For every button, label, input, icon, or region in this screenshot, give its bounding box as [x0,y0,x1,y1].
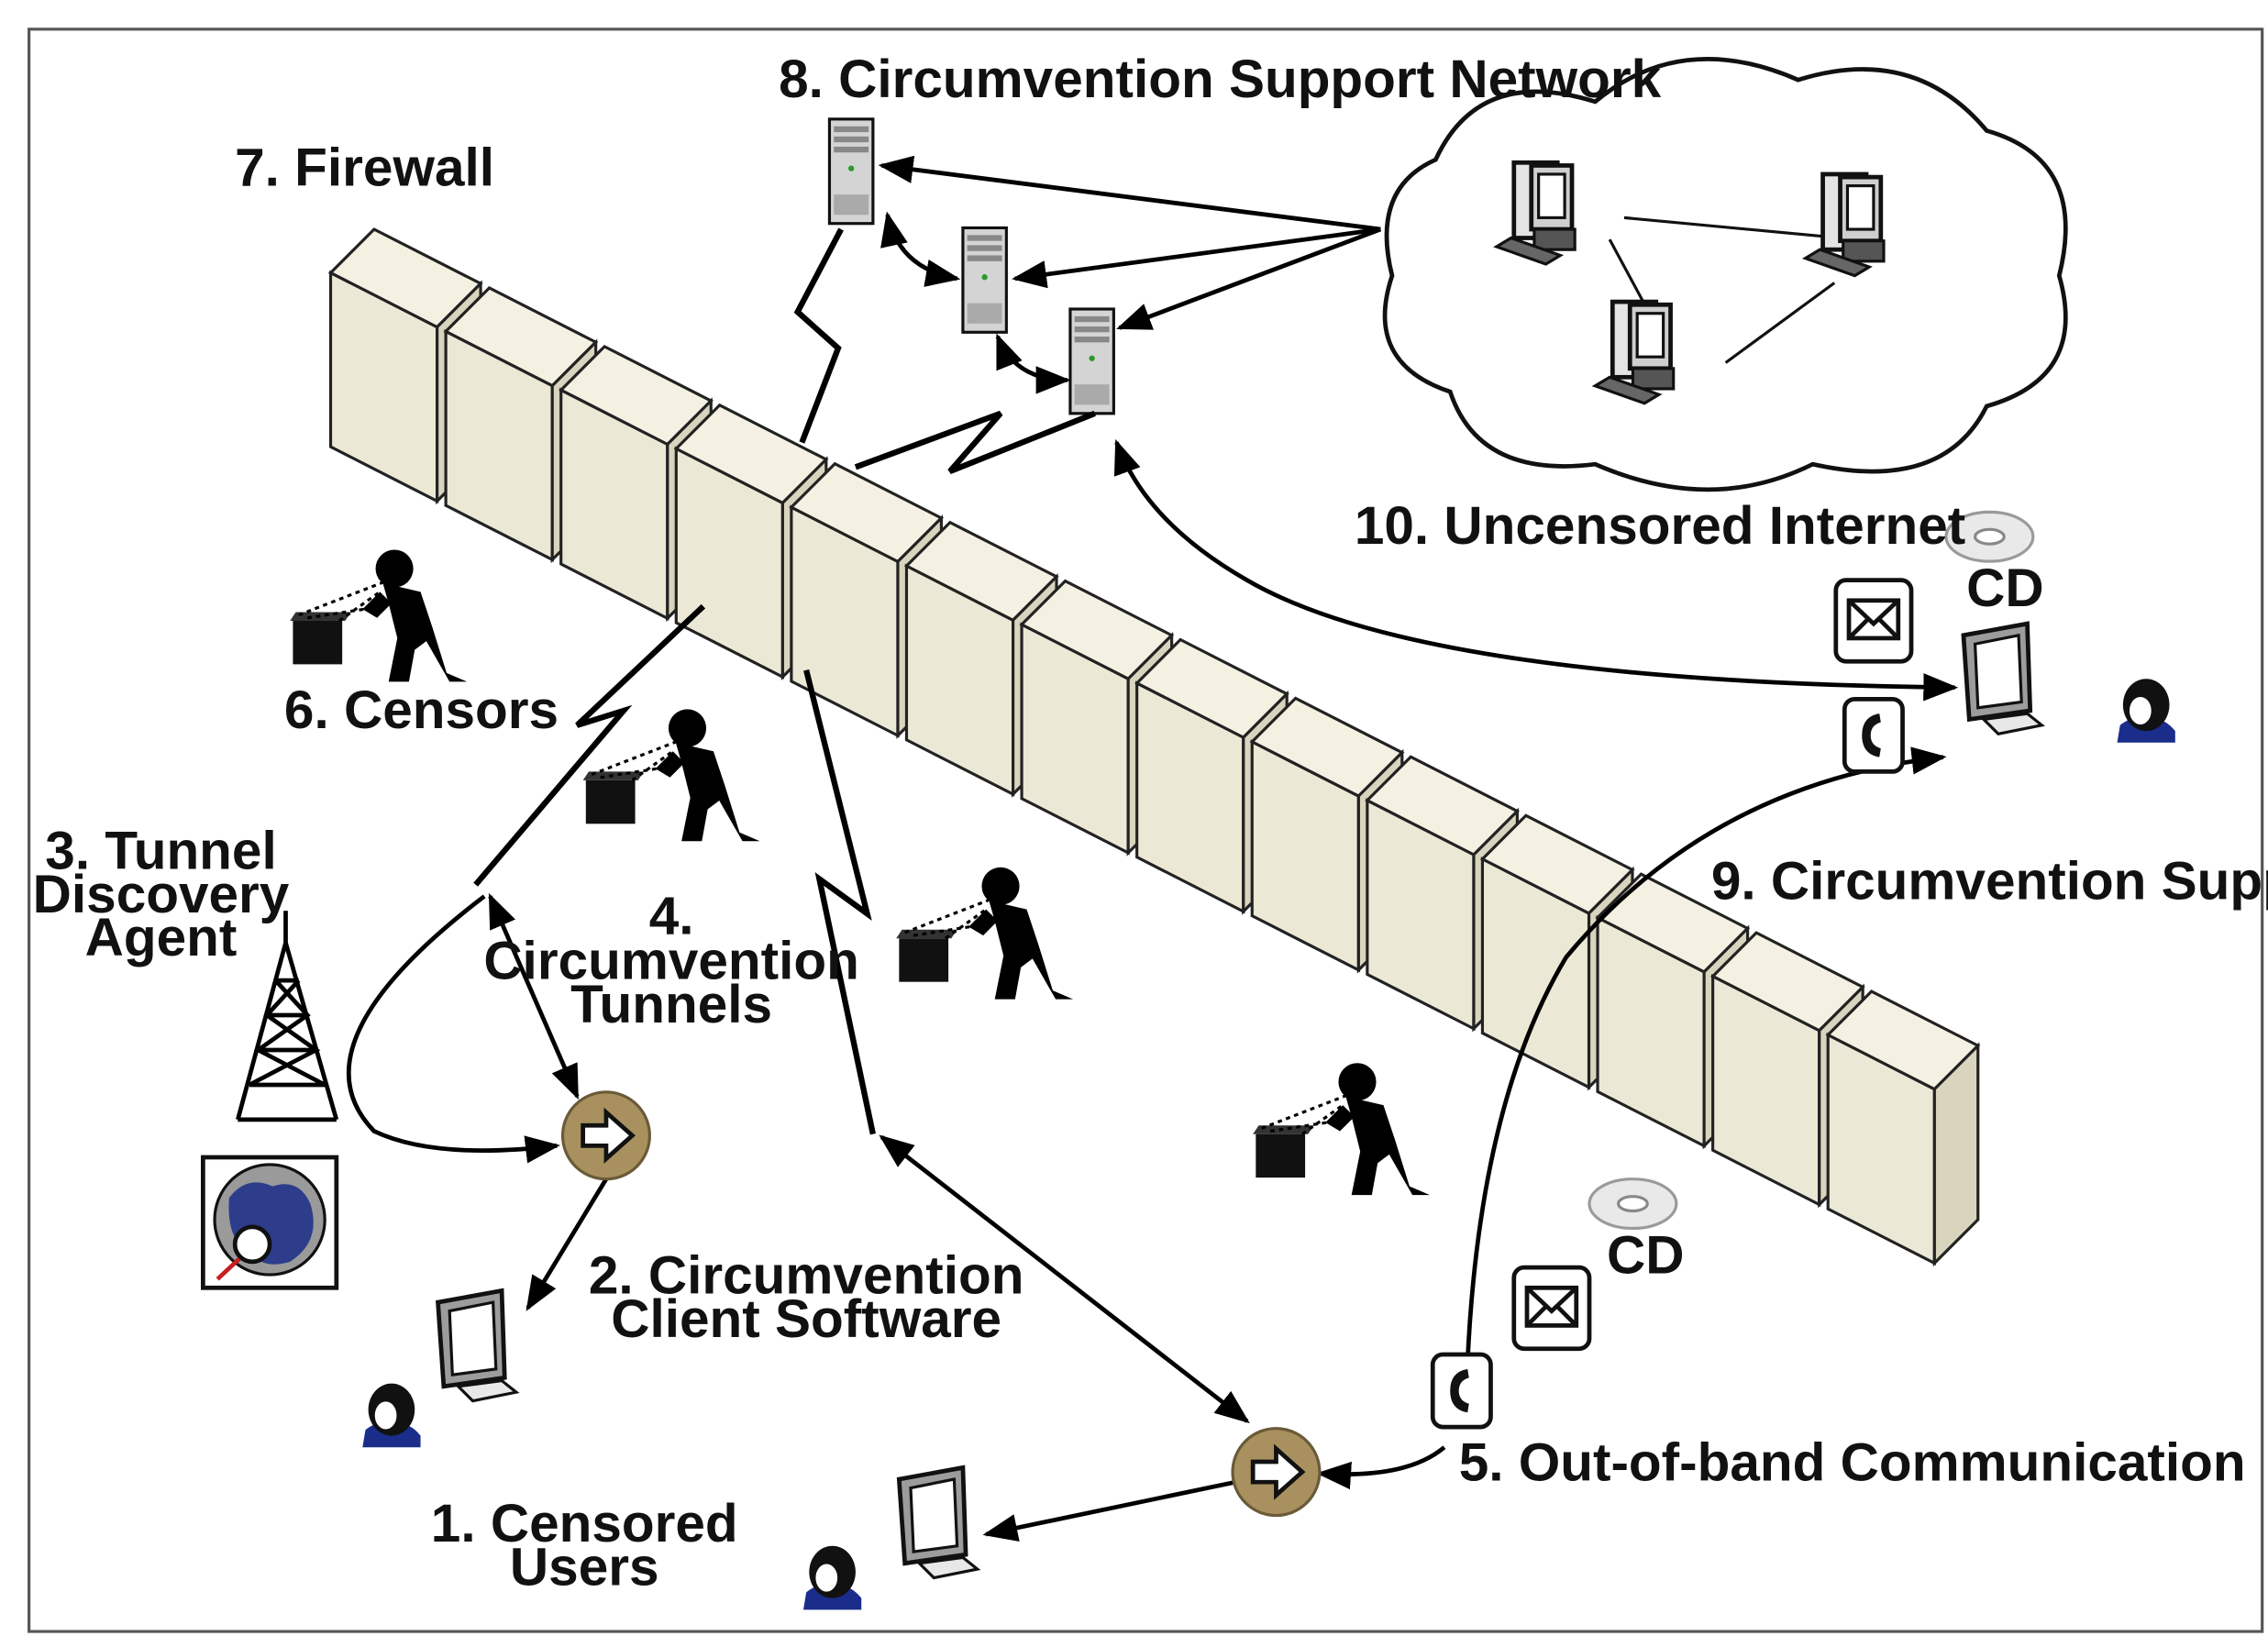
label-uncensored-internet: 10. Uncensored Internet [1355,496,1965,556]
label-out-of-band: 5. Out-of-band Communication [1459,1433,2246,1493]
censor-figure-icon [288,547,469,683]
label-censored-users-line-2: Users [510,1537,659,1597]
monitor-icon [1964,624,2041,734]
label-tunnel-discovery-line-1: 3. Tunnel [45,821,276,880]
envelope-icon [1514,1267,1589,1349]
tunnel-lightning [473,227,1096,1135]
label-cd-lower: CD [1607,1225,1684,1285]
user-head-icon [361,1382,422,1449]
envelope-icon [1836,580,1911,662]
client-software-node-lower [1233,1429,1320,1516]
user-head-icon [802,1544,863,1611]
monitor-icon [438,1290,516,1400]
firewall-icon [327,227,1981,1267]
monitor-icon [899,1467,977,1577]
label-tunnels-line-2: Circumvention [483,932,859,991]
diagram-frame [28,28,2264,1633]
support-network-arrows [878,155,1382,394]
label-tunnels-line-3: Tunnels [570,975,772,1034]
globe-icon [200,1155,339,1290]
label-cd-upper: CD [1966,558,2044,618]
cd-icon [1588,1177,1678,1231]
flow-arrows [346,438,1959,1542]
phone-icon [1433,1354,1490,1427]
label-censored-users-line-1: 1. Censored [431,1494,738,1553]
phone-icon [1844,699,1902,771]
label-censors: 6. Censors [284,680,559,740]
user-head-icon [2116,678,2176,744]
client-software-node-upper [563,1092,650,1179]
label-client-software-line-2: Client Software [611,1289,1001,1349]
censor-figure-icon [1251,1061,1432,1197]
label-supporters: 9. Circumvention Supporters [1711,852,2268,912]
label-support-network: 8. Circumvention Support Network [779,50,1662,109]
server-icon [1068,307,1115,415]
label-firewall: 7. Firewall [235,138,494,198]
firewall-segment-side [1932,1042,1980,1267]
server-icon [961,226,1008,334]
server-icon [827,117,875,226]
tower-icon [236,911,339,1122]
label-tunnels-line-1: 4. [649,886,694,945]
censor-figure-icon [894,866,1075,1001]
cloud-icon [1382,57,2068,492]
label-tunnel-discovery-line-2: Discovery [33,865,290,924]
label-tunnel-discovery-line-3: Agent [85,908,238,967]
label-client-software-line-1: 2. Circumvention [589,1246,1024,1306]
